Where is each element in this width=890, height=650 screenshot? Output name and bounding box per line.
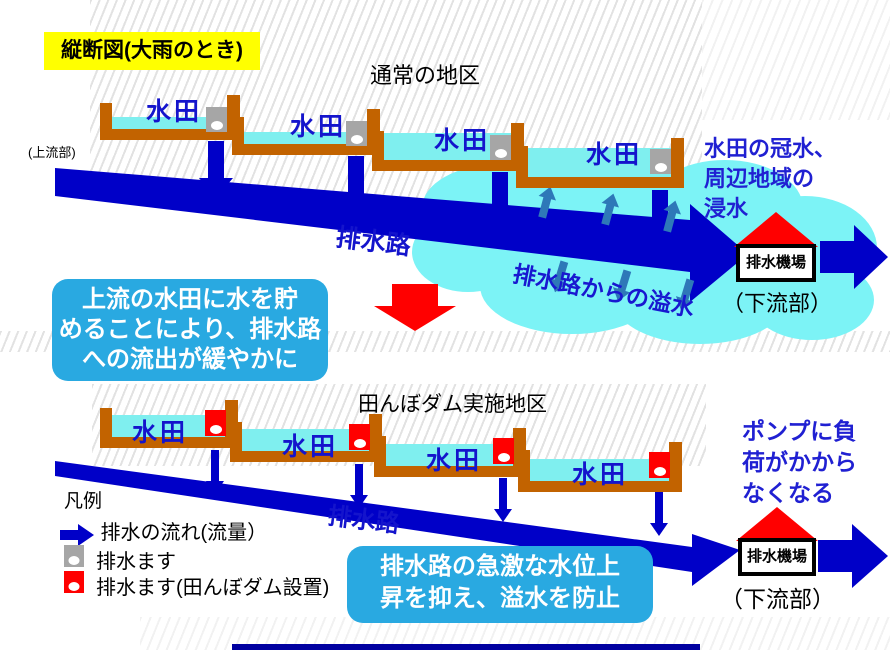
dam-drain-box-icon bbox=[205, 410, 226, 436]
paddy-water bbox=[112, 415, 225, 437]
drain-outlet-icon bbox=[353, 439, 366, 448]
pump-note-line: なくなる bbox=[742, 480, 834, 506]
drain-outlet-icon bbox=[350, 135, 363, 144]
top-channel-flow-arrow bbox=[55, 168, 748, 302]
paddy-field bbox=[100, 95, 240, 140]
drain-outlet-icon bbox=[210, 121, 223, 130]
bottom-diagram-title: 田んぼダム実施地区 bbox=[358, 393, 547, 416]
bottom-pump-station: 排水機場 bbox=[738, 538, 816, 576]
top-outflow-arrow bbox=[820, 225, 888, 289]
bottom-outflow-arrow bbox=[818, 524, 888, 588]
page-title: 縦断図(大雨のとき) bbox=[44, 32, 260, 70]
bottom-downstream-label: （下流部） bbox=[720, 586, 835, 612]
upstream-label: (上流部) bbox=[28, 145, 76, 160]
bottom-pump-roof-icon bbox=[736, 507, 818, 541]
field-wall bbox=[671, 138, 684, 177]
bottom-channel-flow-arrow bbox=[55, 461, 740, 586]
legend-item-flow: 排水の流れ(流量） bbox=[60, 516, 267, 546]
drain-box-icon bbox=[346, 121, 367, 146]
drain-box-icon bbox=[64, 545, 84, 567]
drain-outlet-icon bbox=[653, 467, 666, 476]
benefit-note-line: 排水路の急激な水位上 bbox=[380, 553, 620, 580]
pump-note: ポンプに負 荷がかから なくなる bbox=[742, 416, 857, 509]
paddy-water bbox=[528, 148, 671, 177]
drain-outlet-icon bbox=[494, 149, 507, 158]
drain-outlet-icon bbox=[68, 556, 80, 565]
top-diagram-title: 通常の地区 bbox=[370, 63, 481, 88]
flood-note-line: 浸水 bbox=[704, 196, 749, 221]
transition-down-arrow bbox=[374, 284, 456, 331]
paddy-field bbox=[372, 123, 524, 171]
legend-item-drain: 排水ます bbox=[64, 545, 176, 574]
paddy-label: 水田 bbox=[426, 447, 483, 475]
bottom-accent-bar bbox=[232, 644, 700, 650]
legend-item-dam-drain: 排水ます(田んぼダム設置) bbox=[64, 571, 329, 600]
flow-arrow-icon bbox=[60, 523, 94, 546]
paddy-water bbox=[242, 429, 369, 451]
paddy-label: 水田 bbox=[146, 98, 203, 126]
top-pump-roof-icon bbox=[734, 212, 818, 247]
dam-drain-box-icon bbox=[493, 438, 514, 464]
legend-item-label: 排水ます bbox=[96, 551, 176, 573]
top-pump-station: 排水機場 bbox=[736, 244, 816, 282]
pump-note-line: 荷がかから bbox=[742, 449, 857, 475]
paddy-label: 水田 bbox=[132, 419, 189, 447]
flood-note-line: 水田の冠水、 bbox=[704, 136, 837, 161]
paddy-label: 水田 bbox=[282, 433, 339, 461]
field-wall bbox=[669, 442, 682, 481]
drain-outlet-icon bbox=[497, 453, 510, 462]
paddy-field-dam bbox=[230, 414, 382, 462]
legend-item-label: 排水の流れ(流量） bbox=[100, 522, 268, 544]
dam-drain-box-icon bbox=[649, 452, 670, 478]
transition-note-box: 上流の水田に水を貯 めることにより、排水路 への流出が緩やかに bbox=[52, 279, 328, 381]
top-downstream-label: （下流部） bbox=[722, 291, 833, 316]
drain-box-icon bbox=[490, 135, 511, 160]
drain-box-icon bbox=[206, 107, 227, 132]
drain-outlet-icon bbox=[654, 163, 667, 172]
transition-note-line: 上流の水田に水を貯 bbox=[82, 286, 298, 313]
bottom-drain-arrows bbox=[206, 450, 668, 536]
dam-drain-box-icon bbox=[349, 424, 370, 450]
paddy-label: 水田 bbox=[586, 141, 643, 169]
benefit-note-line: 昇を抑え、溢水を防止 bbox=[380, 585, 620, 612]
dam-drain-box-icon bbox=[64, 571, 84, 593]
paddy-water bbox=[244, 132, 367, 144]
benefit-note-box: 排水路の急激な水位上 昇を抑え、溢水を防止 bbox=[347, 546, 653, 623]
paddy-label: 水田 bbox=[290, 113, 347, 141]
overflow-arrows bbox=[538, 186, 695, 311]
paddy-field bbox=[516, 138, 684, 188]
paddy-water bbox=[386, 444, 513, 466]
legend-item-label: 排水ます(田んぼダム設置) bbox=[96, 577, 330, 599]
paddy-field-dam bbox=[518, 442, 682, 492]
paddy-water bbox=[112, 117, 227, 129]
paddy-water bbox=[530, 459, 669, 481]
drain-outlet-icon bbox=[209, 425, 222, 434]
flood-note-line: 周辺地域の bbox=[704, 166, 815, 191]
pump-note-line: ポンプに負 bbox=[742, 418, 857, 444]
pump-station-label: 排水機場 bbox=[745, 254, 806, 271]
transition-note-line: への流出が緩やかに bbox=[82, 346, 298, 373]
paddy-label: 水田 bbox=[572, 461, 629, 489]
paddy-field-dam bbox=[374, 428, 526, 477]
drain-box-icon bbox=[650, 149, 671, 174]
legend-title: 凡例 bbox=[64, 491, 103, 512]
transition-note-line: めることにより、排水路 bbox=[58, 316, 322, 343]
rain-hatch-top-right bbox=[702, 0, 890, 120]
paddy-water bbox=[384, 133, 511, 160]
flood-note: 水田の冠水、 周辺地域の 浸水 bbox=[704, 134, 836, 224]
drain-outlet-icon bbox=[68, 582, 80, 591]
top-drain-arrows bbox=[199, 141, 677, 258]
paddy-label: 水田 bbox=[434, 127, 491, 155]
pump-station-label: 排水機場 bbox=[746, 548, 807, 565]
